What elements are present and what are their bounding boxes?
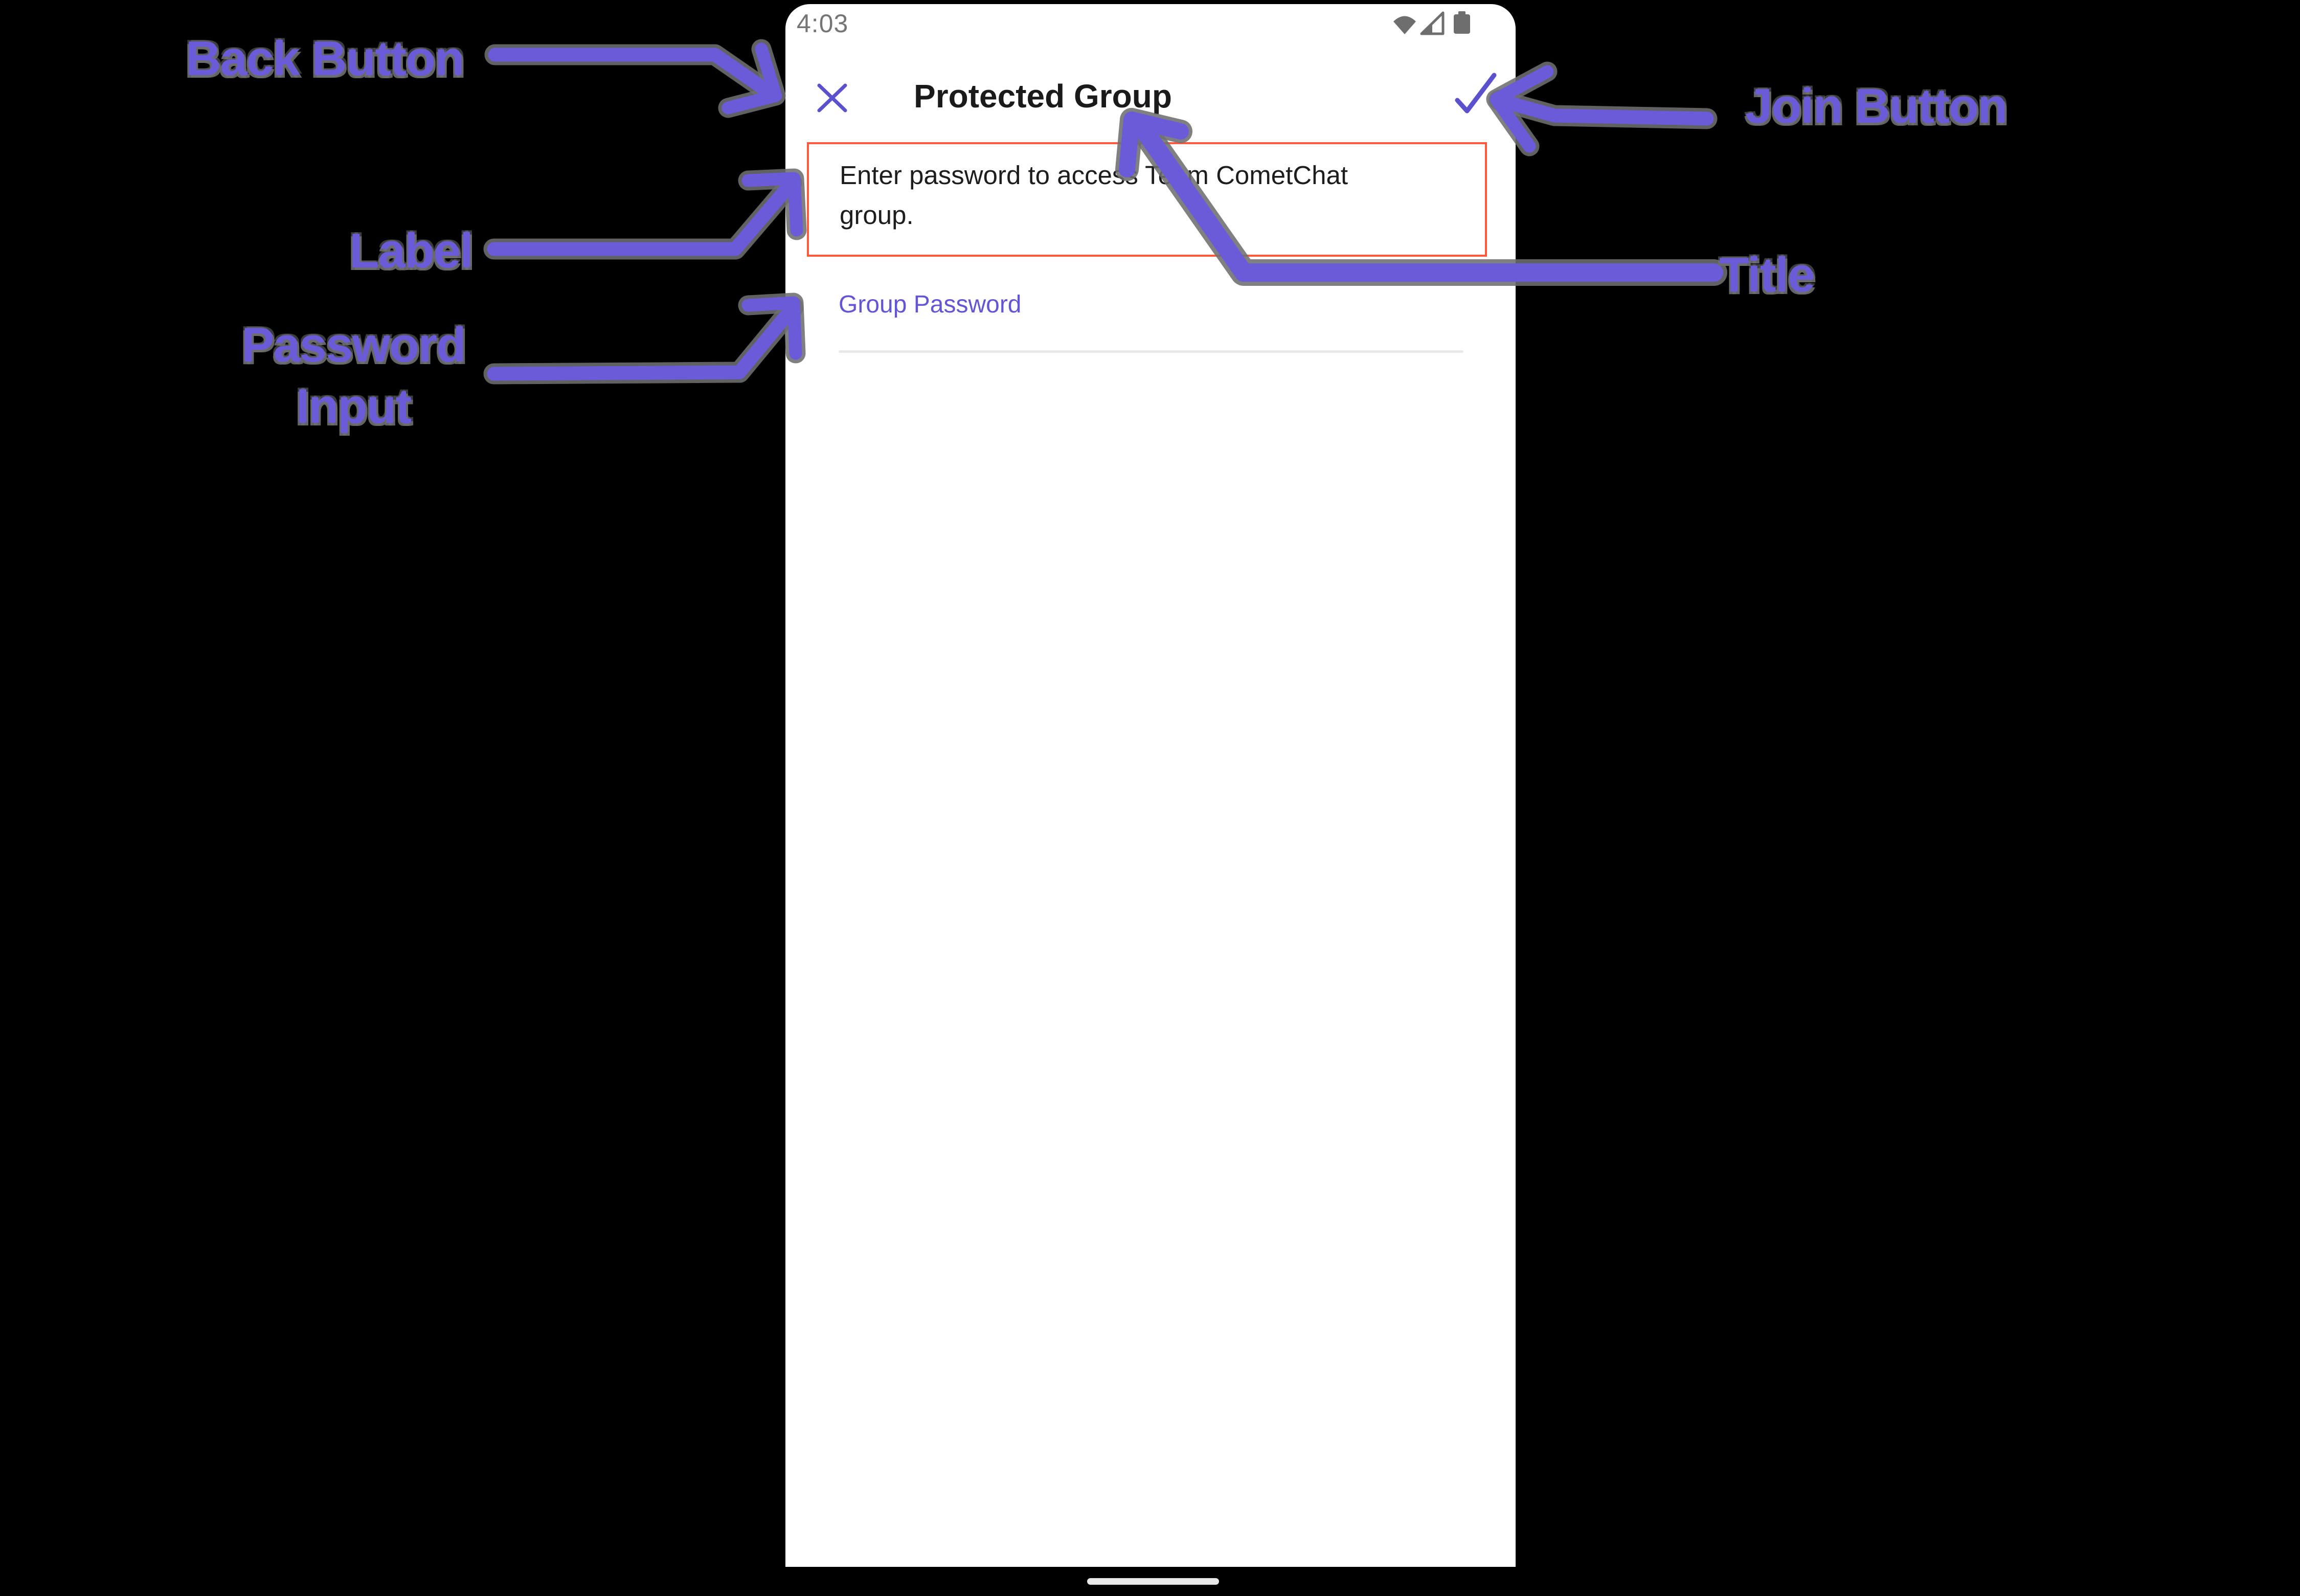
phone-screen: 4:03 Protected Group — [785, 4, 1516, 1567]
status-bar-icons — [1393, 11, 1470, 35]
back-button-arrow — [484, 39, 786, 118]
annotation-title: Title — [1719, 248, 1815, 302]
group-password-input[interactable]: Group Password — [785, 290, 1516, 362]
join-check-icon[interactable] — [1450, 68, 1506, 124]
join-button-arrow — [1486, 61, 1718, 156]
cell-signal-icon — [1420, 11, 1445, 35]
password-instruction-box: Enter password to access Team CometChat … — [807, 142, 1487, 257]
annotation-join-button: Join Button — [1745, 79, 2008, 133]
annotation-label: Label — [349, 223, 473, 278]
close-icon[interactable] — [814, 80, 851, 117]
annotation-back-button: Back Button — [186, 31, 464, 86]
password-input-arrow — [483, 293, 806, 385]
label-arrow — [483, 168, 807, 260]
wifi-icon — [1393, 16, 1416, 34]
page-title: Protected Group — [914, 78, 1172, 115]
group-password-placeholder: Group Password — [839, 291, 1022, 318]
battery-icon — [1454, 11, 1470, 34]
status-time: 4:03 — [797, 9, 849, 38]
home-indicator[interactable] — [1087, 1578, 1219, 1585]
password-instruction-text: Enter password to access Team CometChat … — [840, 161, 1348, 230]
input-underline — [839, 350, 1463, 353]
